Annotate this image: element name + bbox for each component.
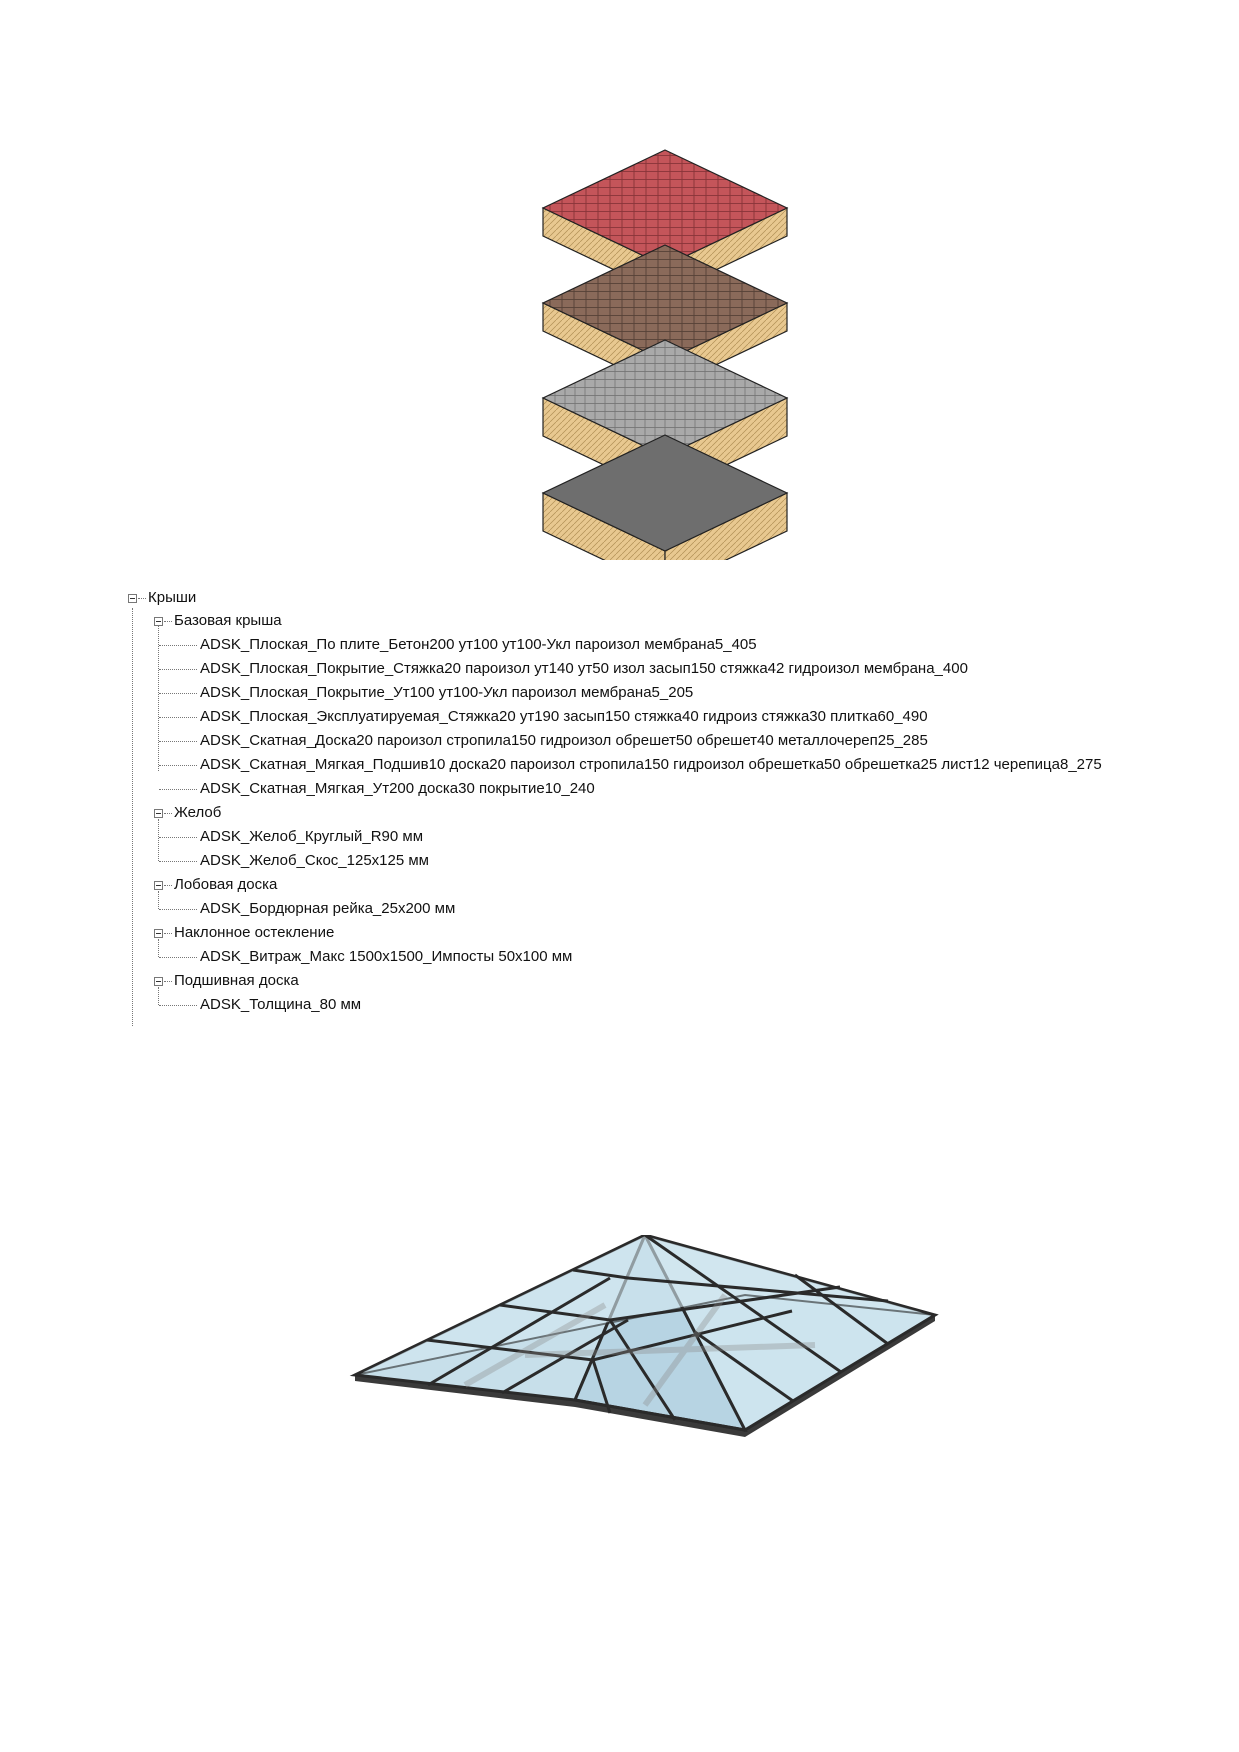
tree-label: ADSK_Плоская_По плите_Бетон200 ут100 ут1… <box>200 636 757 653</box>
tree-label: ADSK_Бордюрная рейка_25x200 мм <box>200 900 456 917</box>
tree-label: ADSK_Витраж_Макс 1500x1500_Импосты 50x10… <box>200 948 573 965</box>
tree-connector <box>164 885 172 886</box>
glass-skylight-illustration <box>349 1235 939 1437</box>
skylight-mullions <box>426 1235 889 1432</box>
tree-label: ADSK_Скатная_Мягкая_Ут200 доска30 покрыт… <box>200 780 595 797</box>
tree-label: ADSK_Желоб_Круглый_R90 мм <box>200 828 424 845</box>
collapse-icon[interactable] <box>154 929 163 938</box>
roof-layers-illustration <box>541 149 789 560</box>
tree-label: Крыши <box>148 589 197 606</box>
tree-label: ADSK_Скатная_Мягкая_Подшив10 доска20 пар… <box>200 756 1102 773</box>
collapse-icon[interactable] <box>128 594 137 603</box>
tree-label: ADSK_Толщина_80 мм <box>200 996 362 1013</box>
skylight-shadows <box>463 1293 816 1407</box>
roof-layer-concrete <box>541 434 789 560</box>
tree-label: ADSK_Желоб_Скос_125x125 мм <box>200 852 429 869</box>
tree-label: Подшивная доска <box>174 972 299 989</box>
tree-connector <box>159 861 197 862</box>
project-browser-tree: Крыши Базовая крыша ADSK_Плоская_По плит… <box>128 586 1208 1026</box>
tree-guide <box>158 819 159 861</box>
tree-guide <box>158 891 159 909</box>
tree-connector <box>159 957 197 958</box>
skylight-base-edge <box>355 1315 935 1437</box>
tree-connector <box>164 933 172 934</box>
tree-label: Базовая крыша <box>174 612 282 629</box>
collapse-icon[interactable] <box>154 809 163 818</box>
tree-label: Желоб <box>174 804 222 821</box>
collapse-icon[interactable] <box>154 977 163 986</box>
tree-connector <box>159 1005 197 1006</box>
tree-connector <box>164 621 172 622</box>
tree-label: ADSK_Плоская_Покрытие_Ут100 ут100-Укл па… <box>200 684 694 701</box>
tree-connector <box>159 789 197 790</box>
tree-connector <box>164 813 172 814</box>
tree-connector <box>164 981 172 982</box>
tree-connector <box>159 645 197 646</box>
slab-top <box>541 434 789 552</box>
tree-connector <box>159 765 197 766</box>
tree-guide-root <box>132 608 133 1026</box>
tree-guide <box>158 939 159 957</box>
tree-label: Наклонное остекление <box>174 924 335 941</box>
tree-label: Лобовая доска <box>174 876 278 893</box>
tree-connector <box>159 693 197 694</box>
tree-connector <box>159 837 197 838</box>
collapse-icon[interactable] <box>154 617 163 626</box>
tree-label: ADSK_Плоская_Покрытие_Стяжка20 пароизол … <box>200 660 968 677</box>
tree-guide <box>158 621 159 771</box>
skylight-face-back <box>354 1235 936 1376</box>
tree-label: ADSK_Плоская_Эксплуатируемая_Стяжка20 ут… <box>200 708 928 725</box>
tree-connector <box>138 598 146 599</box>
tree-connector <box>159 909 197 910</box>
tree-connector <box>159 669 197 670</box>
tree-label: ADSK_Скатная_Доска20 пароизол стропила15… <box>200 732 928 749</box>
tree-guide <box>158 987 159 1005</box>
tree-connector <box>159 741 197 742</box>
collapse-icon[interactable] <box>154 881 163 890</box>
tree-connector <box>159 717 197 718</box>
